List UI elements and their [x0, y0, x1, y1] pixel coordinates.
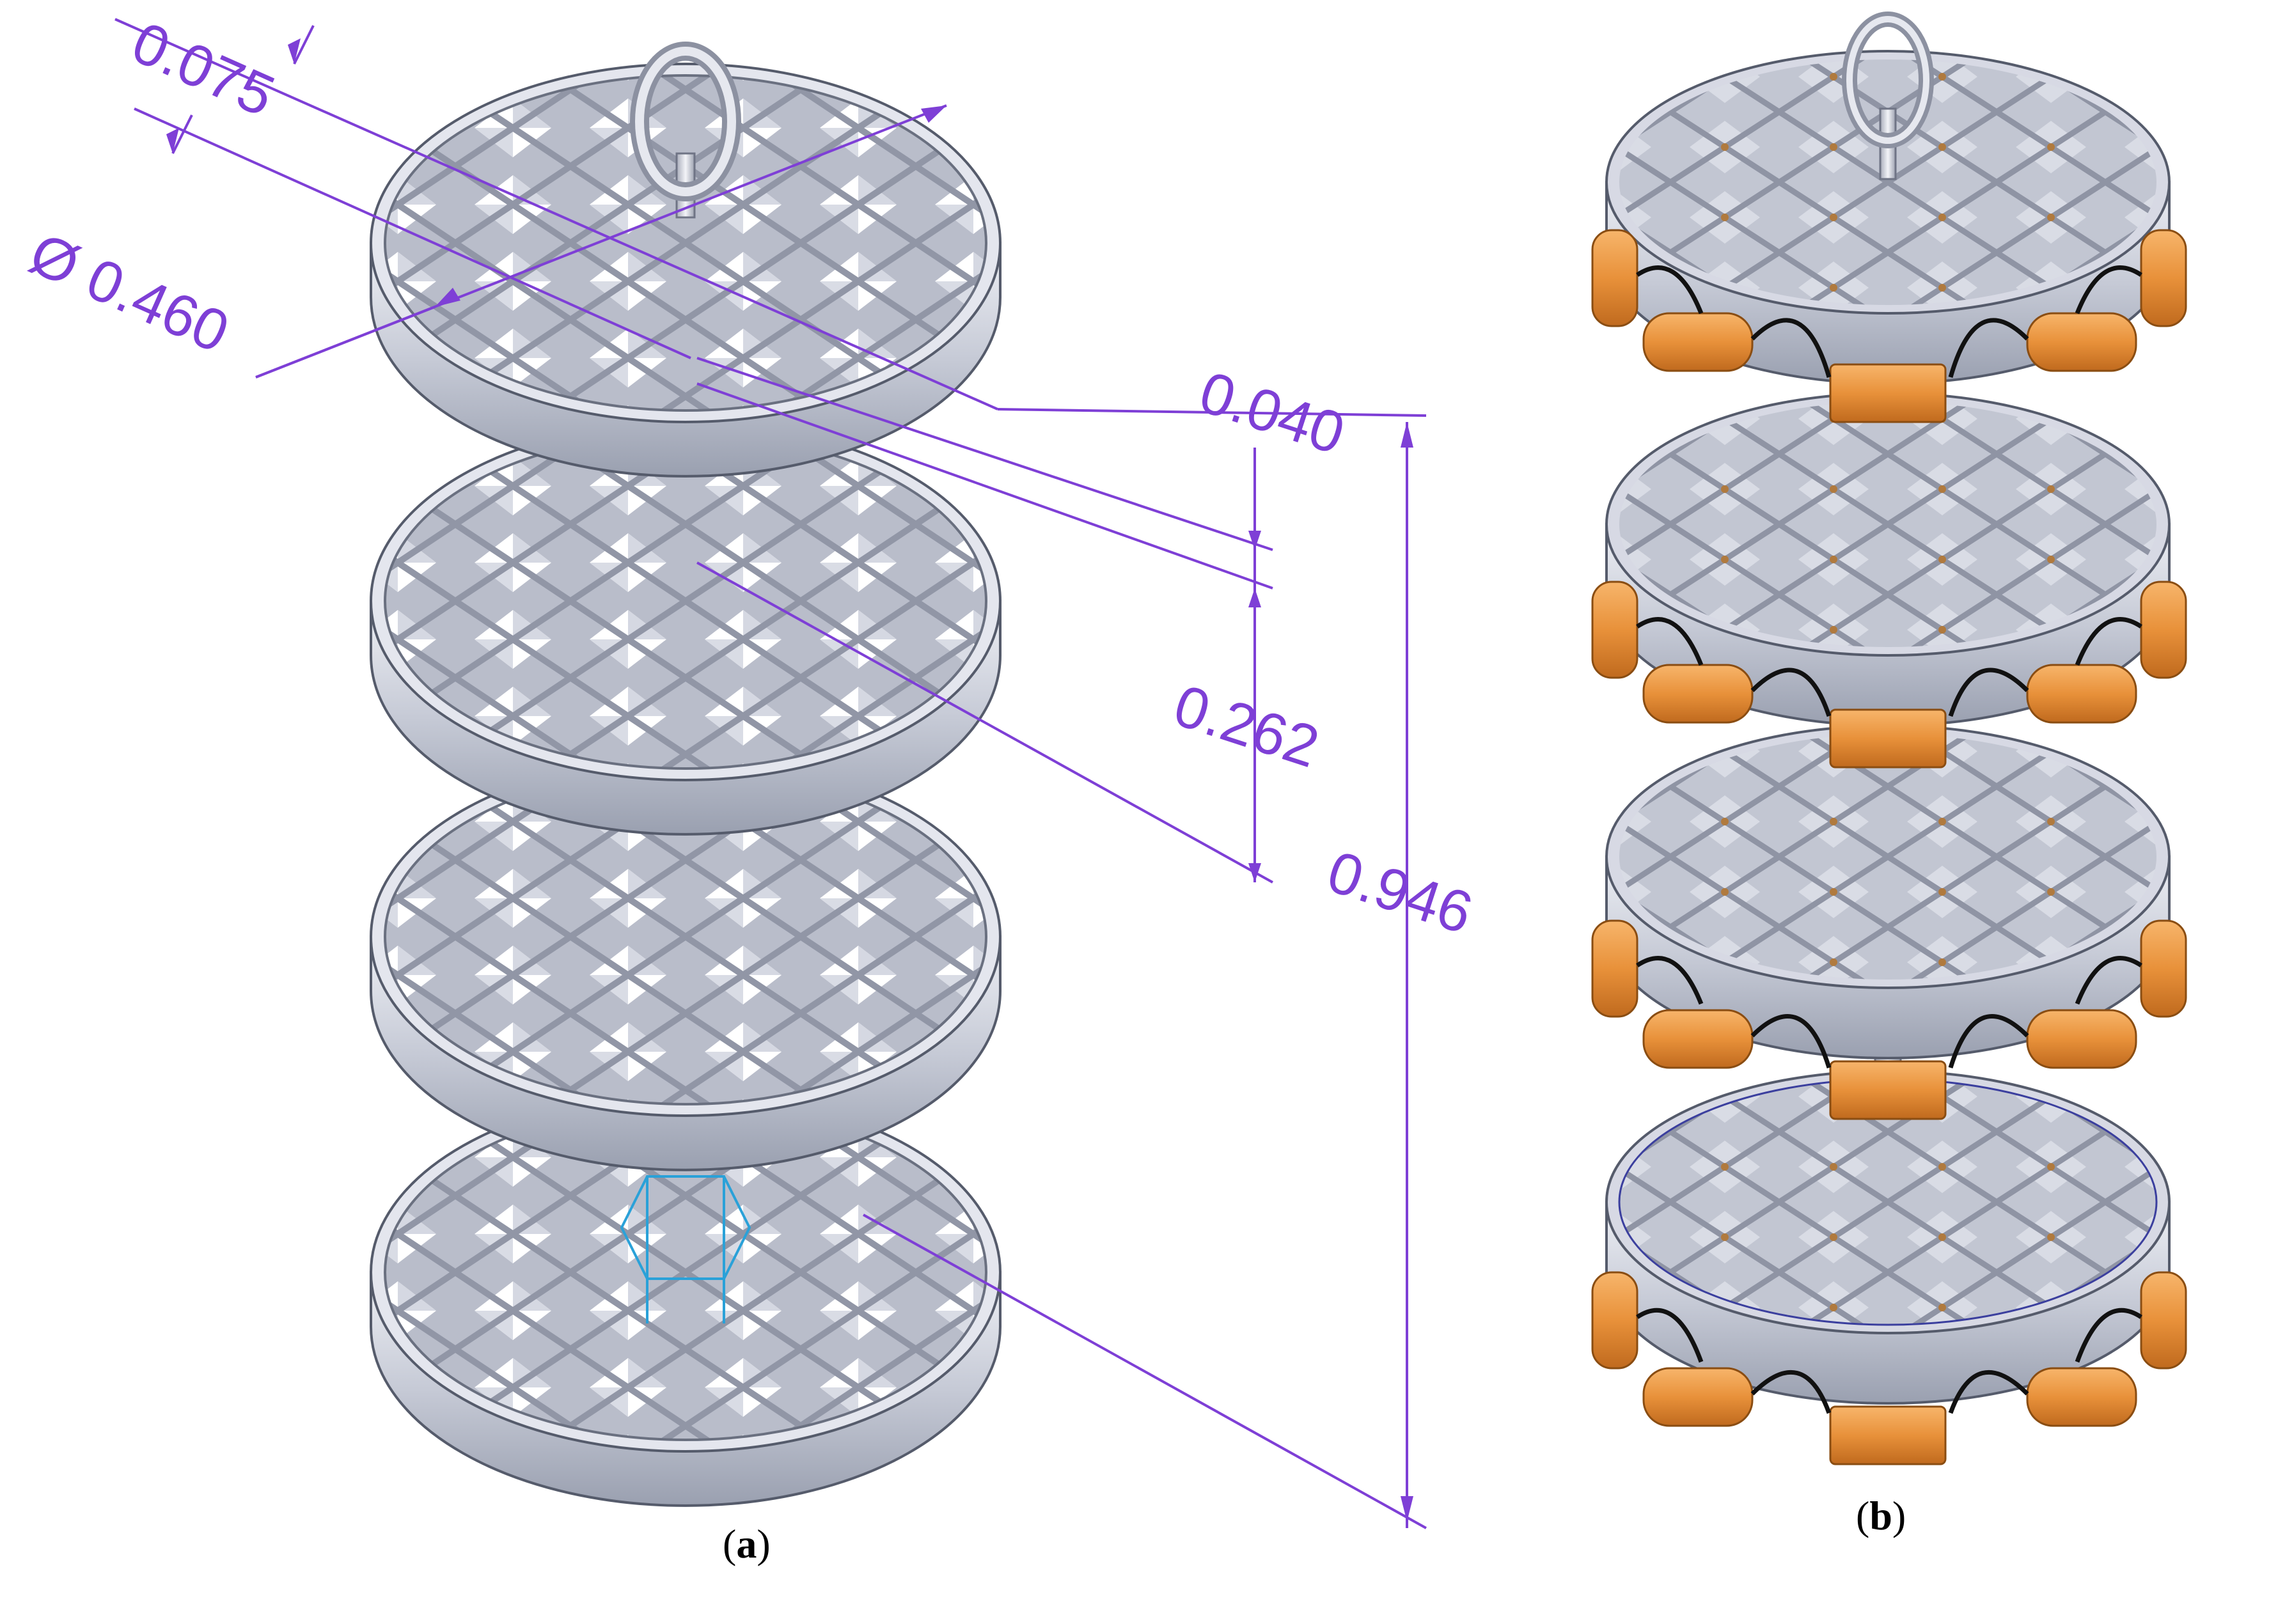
- eye-bolt-icon: [630, 42, 741, 219]
- dimension-arrows: [166, 38, 1413, 1522]
- eye-bolt-icon: [1842, 12, 1934, 180]
- dim-diameter: Ø 0.460: [20, 221, 239, 365]
- tray-b1: [1605, 50, 2171, 385]
- dim-tray-spacing: 0.262: [1166, 673, 1326, 780]
- dim-overall-height: 0.946: [1320, 839, 1480, 946]
- wire-loops: [1636, 265, 2142, 1414]
- tray-3: [370, 756, 1002, 1171]
- caption-a: (a): [723, 1521, 771, 1566]
- heater-cartridge-icon: [1591, 229, 2187, 1465]
- tray-b3: [1605, 724, 2171, 1059]
- tray-2: [370, 421, 1002, 836]
- dim-tray-thickness: 0.040: [1192, 359, 1352, 467]
- caption-a-letter: a: [736, 1521, 757, 1566]
- caption-b: (b): [1856, 1493, 1906, 1538]
- panel-a: 0.075 Ø 0.460 0.040 0.262 0.946: [20, 10, 1480, 1529]
- highlighted-cell: [620, 1175, 751, 1323]
- dimension-lines: [114, 18, 1427, 1529]
- dim-ring-thickness: 0.075: [123, 10, 284, 129]
- tray-b4: [1605, 1070, 2171, 1405]
- caption-b-letter: b: [1869, 1493, 1892, 1538]
- tray-1: [370, 63, 1002, 478]
- panel-b: [1591, 12, 2187, 1465]
